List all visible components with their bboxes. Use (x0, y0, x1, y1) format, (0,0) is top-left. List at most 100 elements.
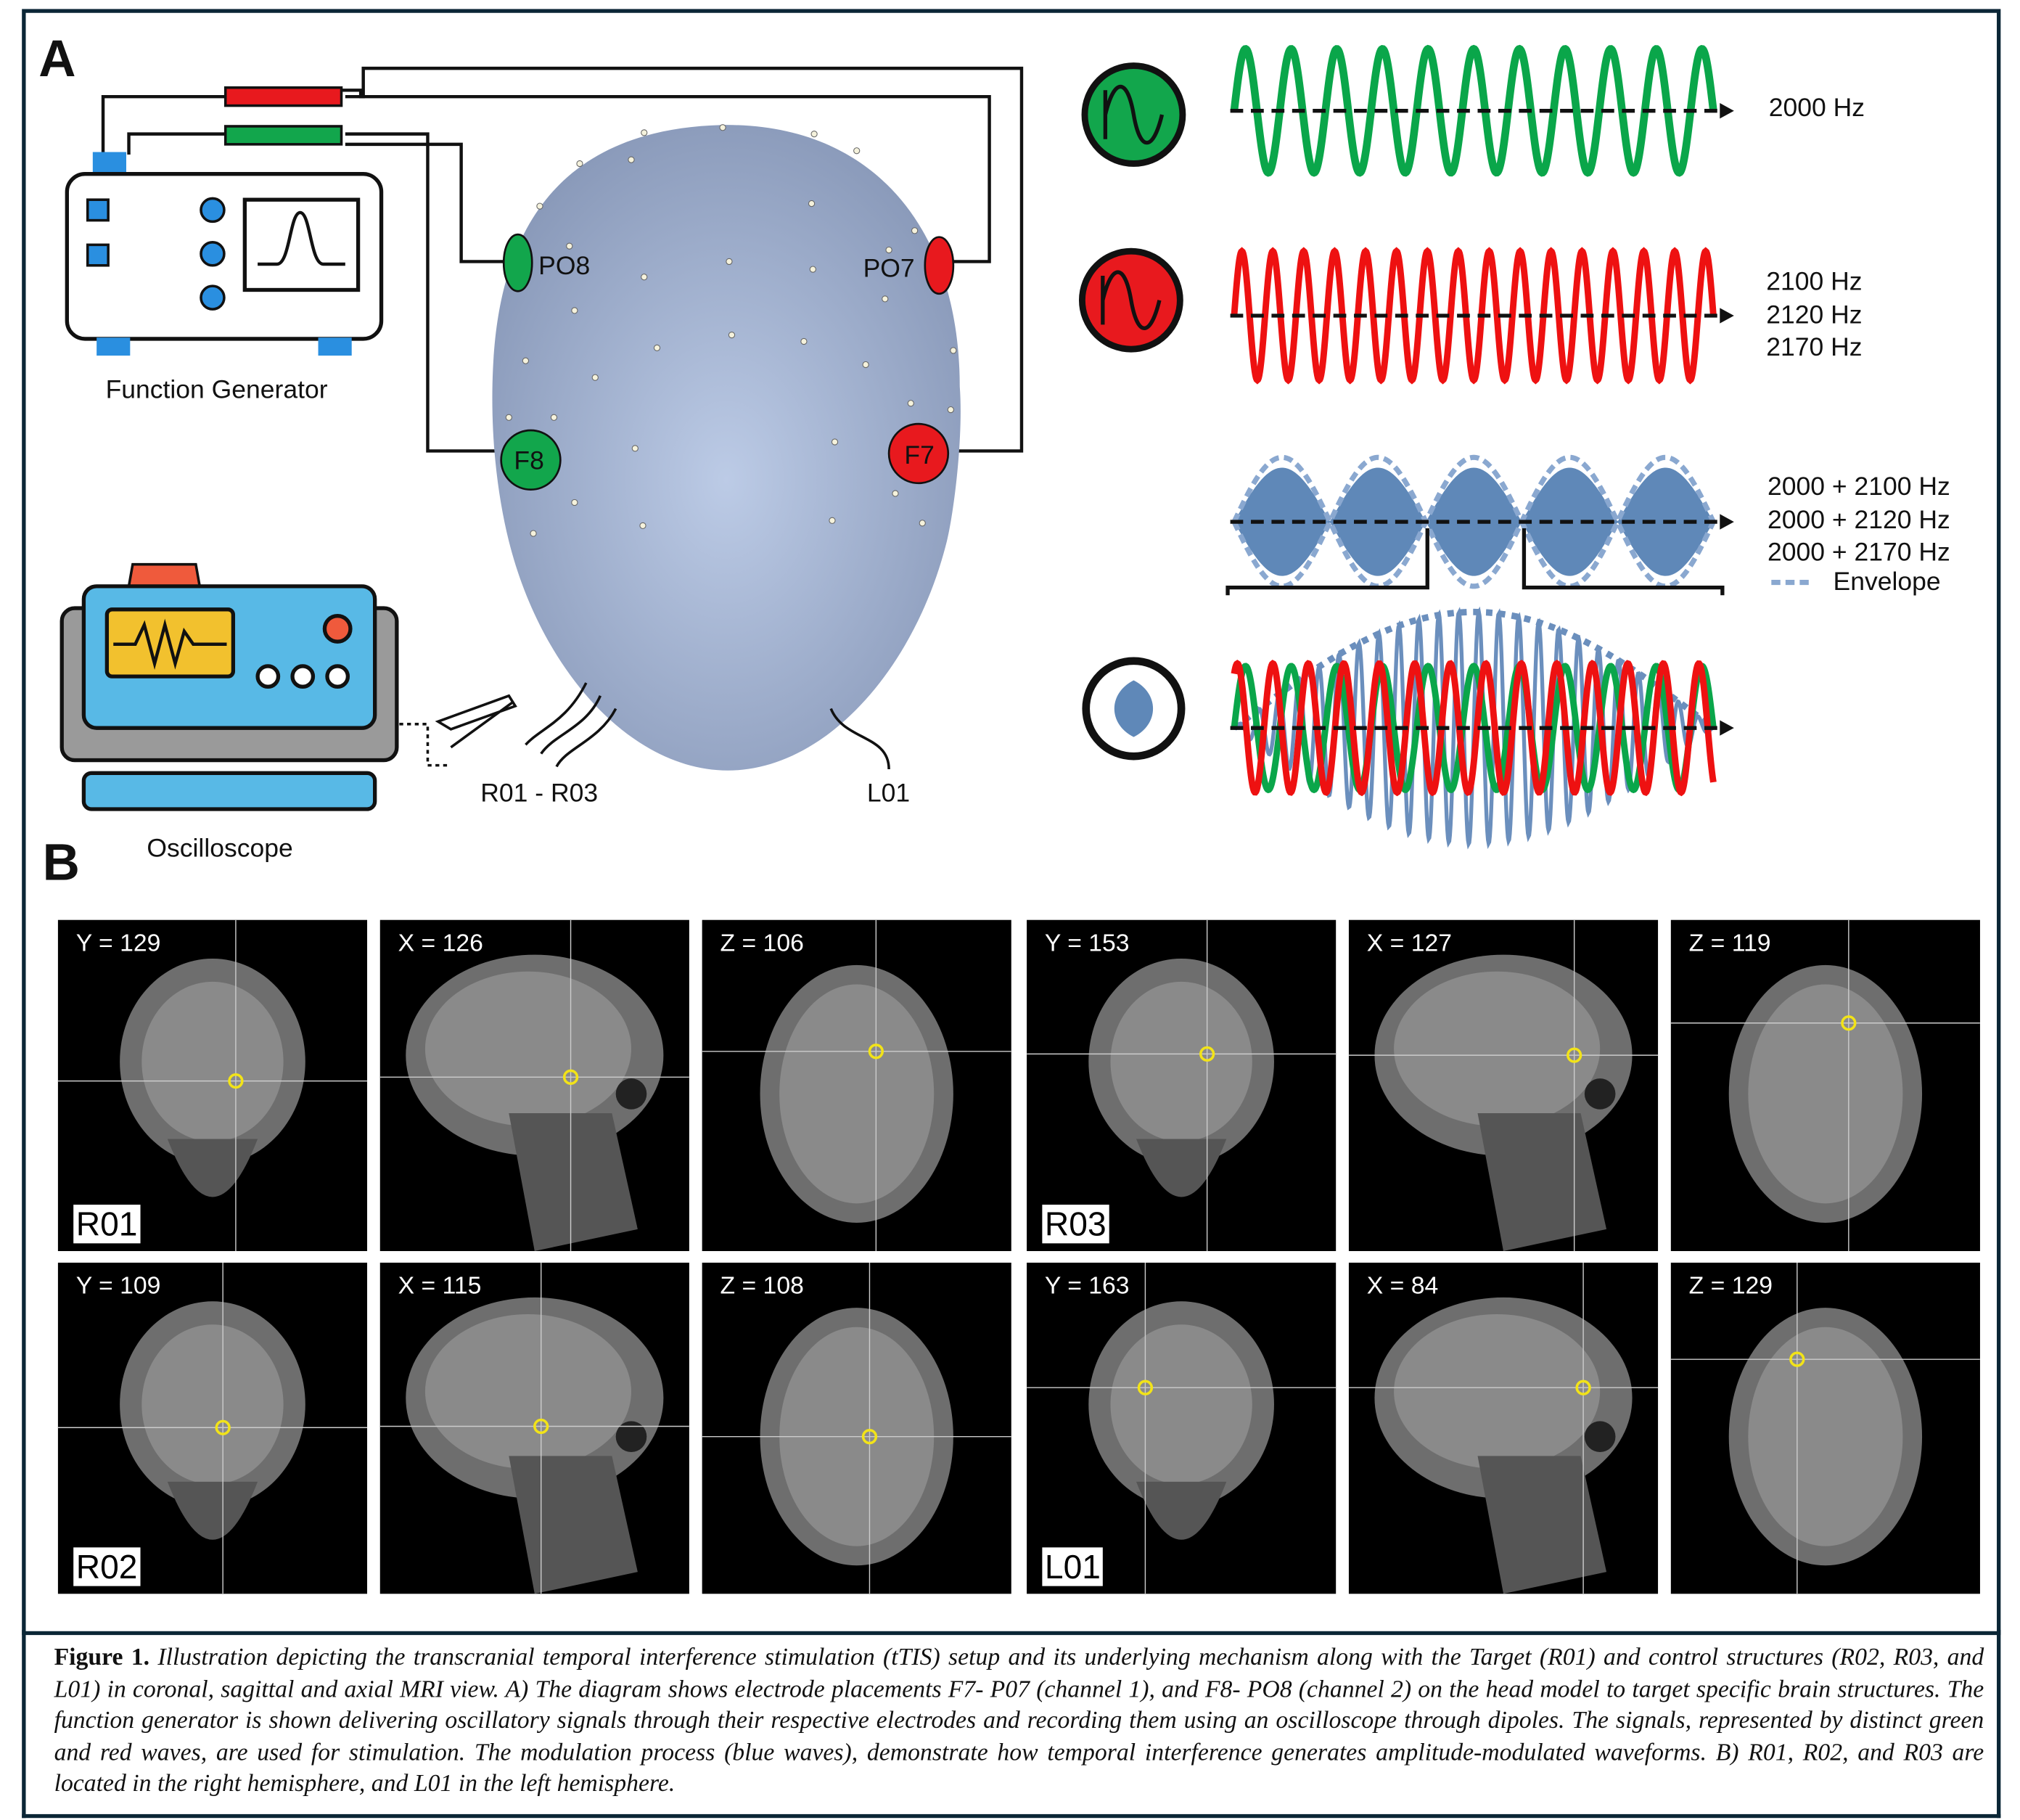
envelope-legend-label: Envelope (1833, 567, 1941, 597)
red-wave (1231, 247, 1717, 385)
eeg-site-dot (810, 131, 818, 138)
mri-slice-sagittal: X = 127 (1348, 919, 1659, 1252)
mri-image (1670, 919, 1980, 1252)
eeg-site-dot (576, 160, 583, 168)
eeg-site-dot (631, 445, 639, 452)
mri-image (57, 1262, 368, 1594)
slice-coordinate: Z = 129 (1688, 1273, 1773, 1300)
structure-tag: R02 (73, 1547, 141, 1586)
caption-text: Illustration depicting the transcranial … (54, 1644, 1984, 1798)
figure-caption: Figure 1. Illustration depicting the tra… (54, 1643, 1984, 1801)
mri-slice-axial: Z = 106 (702, 919, 1011, 1252)
electrode-label-f7: F7 (904, 441, 935, 471)
eeg-site-dot (719, 124, 726, 131)
red-wave (1231, 660, 1717, 797)
head-model (492, 125, 961, 771)
target-marker-icon (1137, 1380, 1154, 1395)
electrode-f8 (500, 429, 562, 491)
recording-right-label: R01 - R03 (480, 779, 599, 808)
slice-coordinate: Z = 106 (720, 930, 804, 958)
mri-image (1027, 919, 1337, 1252)
slice-coordinate: X = 127 (1366, 930, 1453, 958)
signal-2-freq-1: 2100 Hz (1766, 268, 1863, 297)
slice-coordinate: X = 115 (398, 1273, 482, 1300)
electrode-f7 (887, 422, 950, 485)
electrode-label-f8: F8 (514, 447, 544, 476)
function-generator-icon (65, 152, 384, 356)
panel-label-a: A (38, 30, 76, 88)
caption-label: Figure 1. (54, 1644, 150, 1671)
slice-coordinate: Y = 163 (1044, 1273, 1130, 1300)
mri-image (702, 919, 1011, 1252)
structure-tag: L01 (1042, 1547, 1104, 1586)
mri-image (1027, 1262, 1337, 1594)
signal-1-freq: 2000 Hz (1768, 94, 1865, 123)
target-marker-icon (1841, 1015, 1857, 1031)
arrow-icon (1720, 103, 1734, 119)
slice-coordinate: Y = 109 (75, 1273, 161, 1300)
eeg-site-dot (639, 522, 646, 530)
eeg-site-dot (862, 361, 869, 369)
electrode-label-po7: PO7 (863, 255, 915, 284)
red-signal-icon (1078, 247, 1183, 353)
eeg-site-dot (831, 438, 839, 446)
target-marker-icon (861, 1429, 878, 1445)
caption-box: Figure 1. Illustration depicting the tra… (22, 1630, 2001, 1819)
eeg-site-dot (809, 266, 816, 273)
eeg-site-dot (591, 374, 599, 381)
slice-coordinate: Z = 108 (720, 1273, 804, 1300)
electrode-label-po8: PO8 (538, 252, 591, 282)
eeg-site-dot (907, 400, 914, 407)
eeg-site-dot (829, 517, 836, 524)
eeg-site-dot (947, 406, 954, 414)
target-marker-icon (1789, 1351, 1805, 1367)
mri-slice-sagittal: X = 115 (379, 1262, 689, 1594)
oscilloscope-icon (59, 562, 517, 811)
target-marker-icon (228, 1073, 244, 1089)
eeg-site-dot (522, 357, 530, 364)
signal-2-freq-3: 2170 Hz (1766, 333, 1863, 362)
modulated-wave (1233, 467, 1714, 576)
eeg-site-dot (530, 530, 537, 537)
slice-coordinate: X = 84 (1366, 1273, 1439, 1300)
signal-2-freq-2: 2120 Hz (1766, 301, 1863, 330)
panel-label-b: B (42, 835, 80, 892)
mri-image (379, 1262, 689, 1594)
mri-image (57, 919, 368, 1252)
arrow-icon (1720, 720, 1734, 736)
eeg-site-dot (550, 414, 558, 421)
figure-frame (22, 9, 2001, 1636)
eeg-site-dot (919, 520, 926, 527)
mri-slice-axial: Z = 108 (702, 1262, 1011, 1594)
mri-slice-sagittal: X = 126 (379, 919, 689, 1252)
mri-image (1670, 1262, 1980, 1594)
eeg-site-dot (536, 202, 543, 210)
eeg-site-dot (800, 337, 808, 345)
eeg-site-dot (571, 307, 578, 314)
green-wave (1231, 663, 1717, 794)
envelope-line (1231, 454, 1716, 527)
target-marker-icon (1575, 1380, 1591, 1395)
eeg-site-dot (628, 156, 635, 163)
eeg-site-dot (911, 227, 919, 234)
mri-image (379, 919, 689, 1252)
sum-freq-3: 2000 + 2170 Hz (1767, 538, 1950, 567)
mri-slice-axial: Z = 129 (1670, 1262, 1980, 1594)
eeg-site-dot (950, 347, 957, 354)
green-wave (1230, 44, 1717, 177)
eeg-site-dot (892, 490, 899, 497)
slice-coordinate: Y = 129 (75, 930, 161, 958)
stimulation-diagram (59, 44, 1814, 850)
eeg-site-dot (885, 246, 892, 254)
mri-image (702, 1262, 1011, 1594)
mri-image (1348, 919, 1659, 1252)
eeg-site-dot (571, 499, 578, 507)
target-marker-icon (868, 1044, 884, 1059)
slice-coordinate: Y = 153 (1044, 930, 1130, 958)
electrode-po8 (502, 233, 533, 292)
structure-tag: R03 (1042, 1205, 1109, 1244)
structure-tag: R01 (73, 1205, 141, 1244)
